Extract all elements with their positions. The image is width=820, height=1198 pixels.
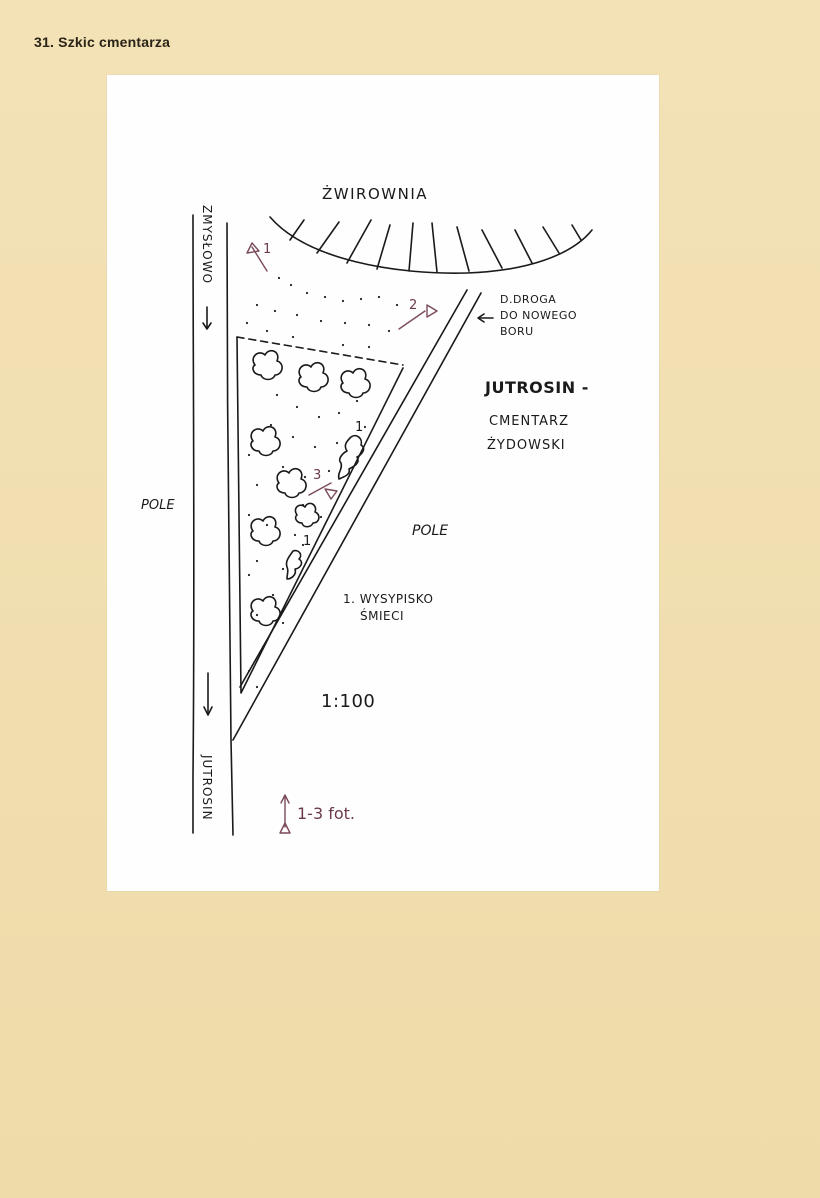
side-road-note-3: BORU bbox=[500, 325, 534, 338]
cemetery-boundary bbox=[236, 336, 404, 694]
dump-legend-1: 1. WYSYPISKO bbox=[343, 592, 433, 606]
dump-pile bbox=[337, 434, 365, 480]
gravel-pit-edge bbox=[269, 216, 593, 274]
side-road-note-2: DO NOWEGO bbox=[500, 309, 577, 322]
arrow-south-icon bbox=[203, 672, 213, 716]
photo-marker-1: 1 bbox=[263, 242, 271, 257]
scale-label: 1:100 bbox=[321, 691, 375, 712]
side-road-outer-edge bbox=[232, 292, 482, 741]
photo-legend-arrow-icon bbox=[279, 794, 291, 834]
photo-marker-2: 2 bbox=[409, 298, 417, 313]
dump-marker-1: 1 bbox=[355, 420, 363, 435]
dotted-terrain bbox=[245, 276, 399, 689]
field-label-right: POLE bbox=[412, 523, 448, 539]
road-label-top: ZMYSŁOWO bbox=[200, 205, 214, 284]
road-label-bottom: JUTROSIN bbox=[200, 754, 214, 821]
site-subtitle-2: ŻYDOWSKI bbox=[487, 437, 566, 453]
main-road-left-edge bbox=[192, 214, 195, 834]
main-road-right-edge bbox=[226, 222, 234, 836]
tree-icon bbox=[252, 349, 283, 381]
photo-marker-2-arrow bbox=[398, 304, 438, 330]
tree-icon bbox=[250, 515, 281, 547]
field-label-left: POLE bbox=[141, 498, 175, 513]
page-title: 31. Szkic cmentarza bbox=[34, 34, 171, 50]
tree-symbols bbox=[250, 349, 371, 627]
dump-marker-2: 1 bbox=[303, 534, 311, 549]
dump-legend-2: ŚMIECI bbox=[360, 608, 404, 623]
arrow-north-icon bbox=[202, 306, 212, 330]
site-subtitle-1: CMENTARZ bbox=[489, 414, 569, 429]
arrow-left-icon bbox=[477, 313, 494, 323]
photo-marker-1-arrow bbox=[246, 242, 268, 272]
cemetery-dashed-north-edge bbox=[236, 336, 404, 366]
tree-icon bbox=[250, 425, 281, 457]
photo-marker-3-arrow bbox=[308, 482, 338, 500]
cemetery-sketch: ŻWIROWNIA ZMYSŁOWO JUTROSIN D.DROGA bbox=[141, 184, 593, 836]
tree-icon bbox=[298, 361, 329, 393]
side-road-note-1: D.DROGA bbox=[500, 293, 556, 306]
sketch-sheet: ŻWIROWNIA ZMYSŁOWO JUTROSIN D.DROGA bbox=[107, 75, 659, 891]
dump-pile bbox=[285, 549, 303, 580]
tree-icon bbox=[294, 502, 320, 528]
gravel-pit-label: ŻWIROWNIA bbox=[322, 184, 428, 203]
gravel-pit-hatching bbox=[289, 219, 582, 273]
photo-marker-3: 3 bbox=[313, 468, 321, 483]
site-title: JUTROSIN - bbox=[484, 378, 589, 397]
photo-legend: 1-3 fot. bbox=[297, 804, 355, 823]
tree-icon bbox=[276, 467, 307, 499]
tree-icon bbox=[250, 595, 281, 627]
tree-icon bbox=[340, 367, 371, 399]
